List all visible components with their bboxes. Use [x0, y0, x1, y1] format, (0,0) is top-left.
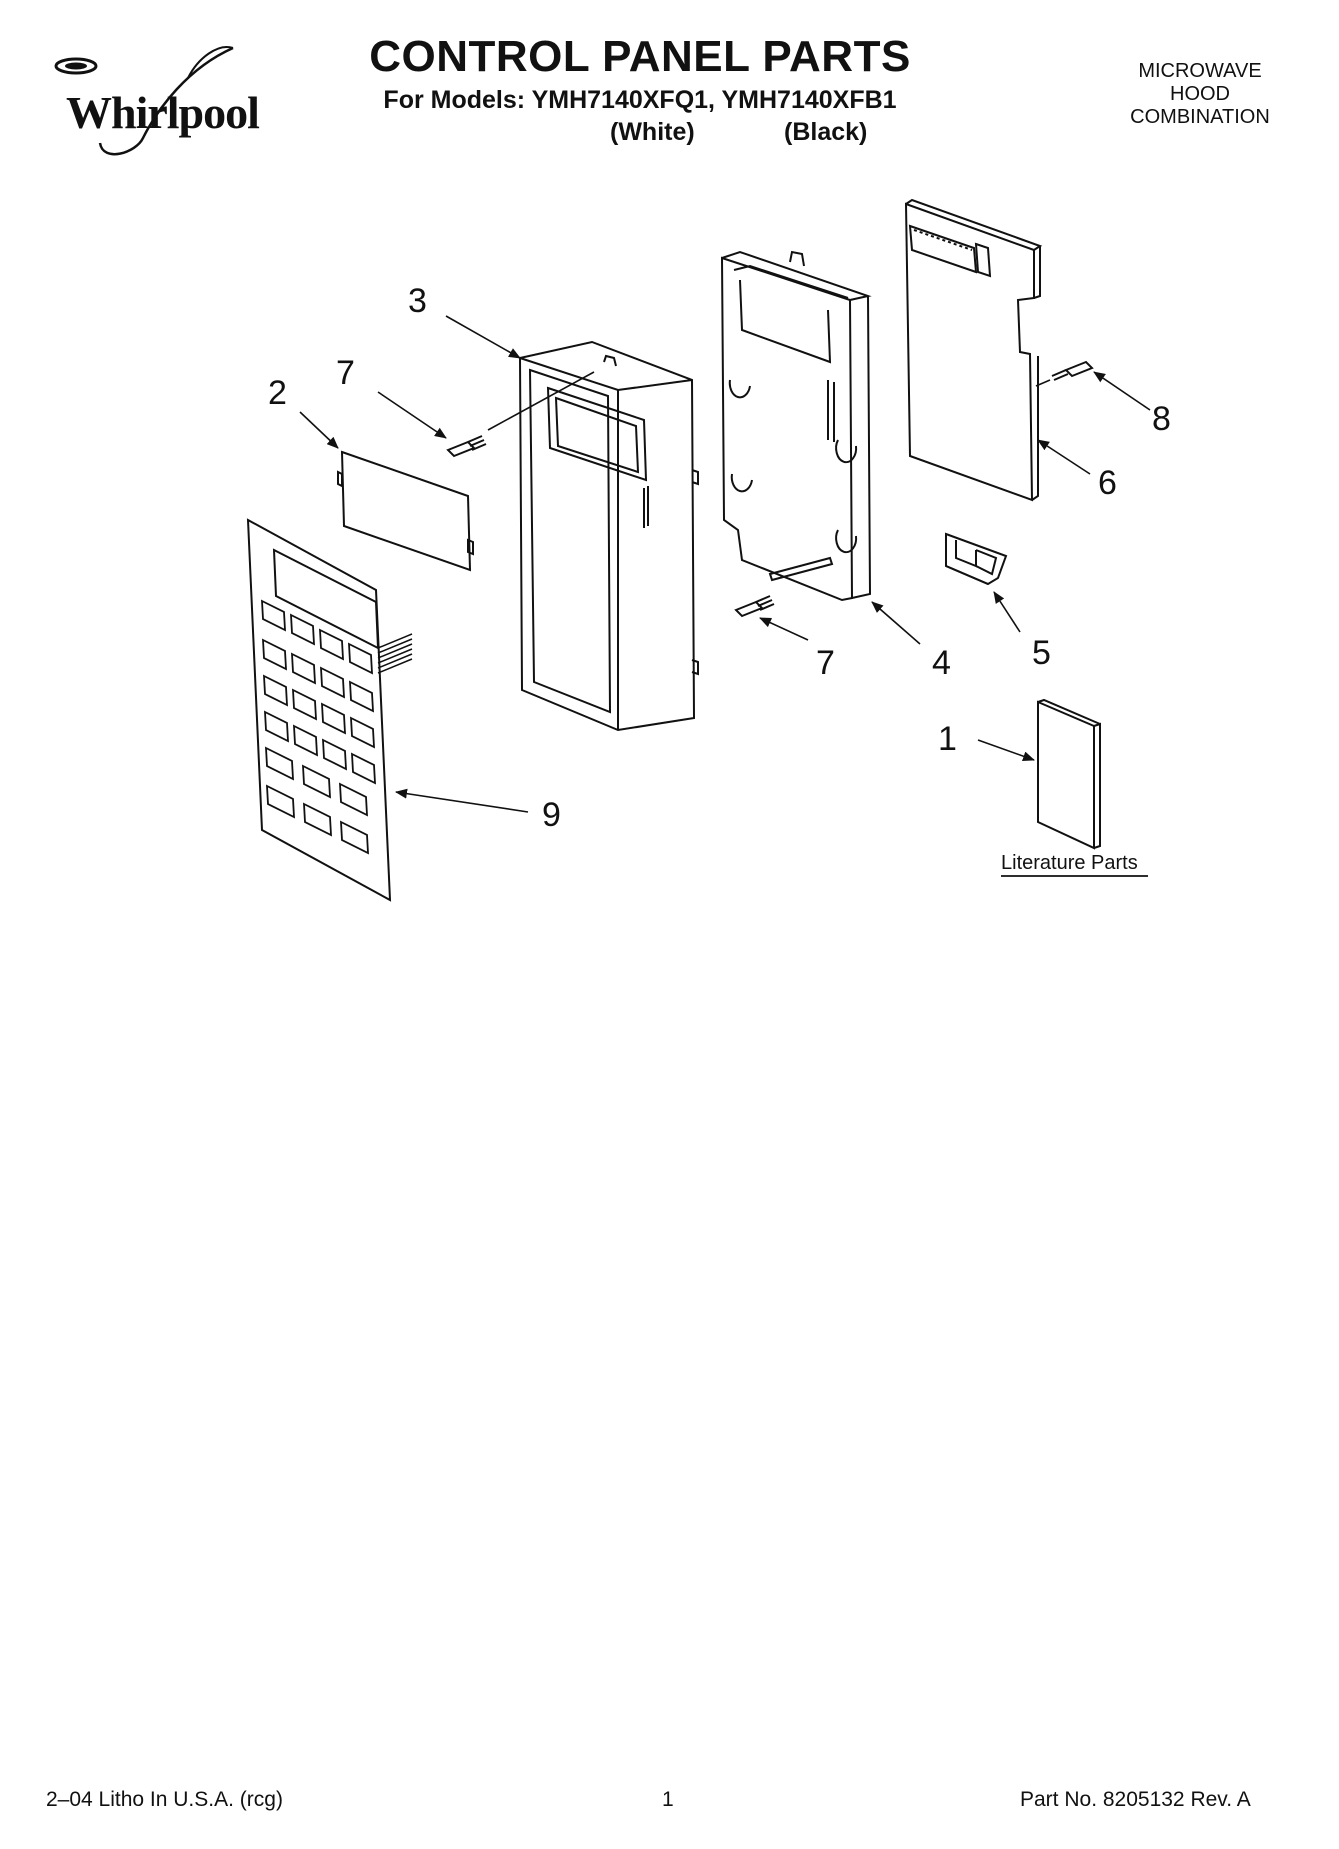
product-type-line: HOOD	[1170, 83, 1230, 105]
control-panel-frame-part	[518, 340, 699, 732]
variant-white: (White)	[610, 118, 695, 146]
screw-part	[1051, 360, 1094, 381]
callout-1: 1	[938, 720, 957, 758]
mounting-bracket-part	[945, 532, 1008, 586]
keypad-overlay-part	[246, 518, 413, 902]
callout-6: 6	[1098, 464, 1117, 502]
whirlpool-logo: Whirlpool	[48, 38, 278, 168]
footer-print-info: 2–04 Litho In U.S.A. (rcg)	[46, 1788, 283, 1811]
callout-9: 9	[542, 796, 561, 834]
page-title: CONTROL PANEL PARTS	[369, 32, 911, 81]
product-type-line: MICROWAVE	[1138, 60, 1262, 82]
brand-name: Whirlpool	[66, 87, 260, 138]
literature-booklet-part	[1037, 698, 1101, 850]
callout-3: 3	[408, 282, 427, 320]
part-number: Part No. 8205132 Rev. A	[1020, 1788, 1251, 1811]
callout-7-lower: 7	[816, 644, 835, 682]
control-housing-part	[720, 250, 872, 602]
product-type: MICROWAVE HOOD COMBINATION	[1080, 60, 1320, 129]
models-line: For Models: YMH7140XFQ1, YMH7140XFB1	[383, 86, 897, 114]
callout-7-upper: 7	[336, 354, 355, 392]
page-number: 1	[662, 1788, 674, 1811]
variant-black: (Black)	[784, 118, 868, 146]
callout-5: 5	[1032, 634, 1051, 672]
whirlpool-swirl-icon	[54, 46, 234, 156]
callout-2: 2	[268, 374, 287, 412]
control-board-part	[904, 198, 1043, 502]
screw-part	[446, 435, 487, 458]
callout-4: 4	[932, 644, 951, 682]
product-type-line: COMBINATION	[1130, 106, 1270, 128]
screw-part	[734, 595, 775, 618]
literature-parts-label: Literature Parts	[1001, 852, 1138, 874]
display-window-part	[337, 450, 474, 572]
callout-8: 8	[1152, 400, 1171, 438]
